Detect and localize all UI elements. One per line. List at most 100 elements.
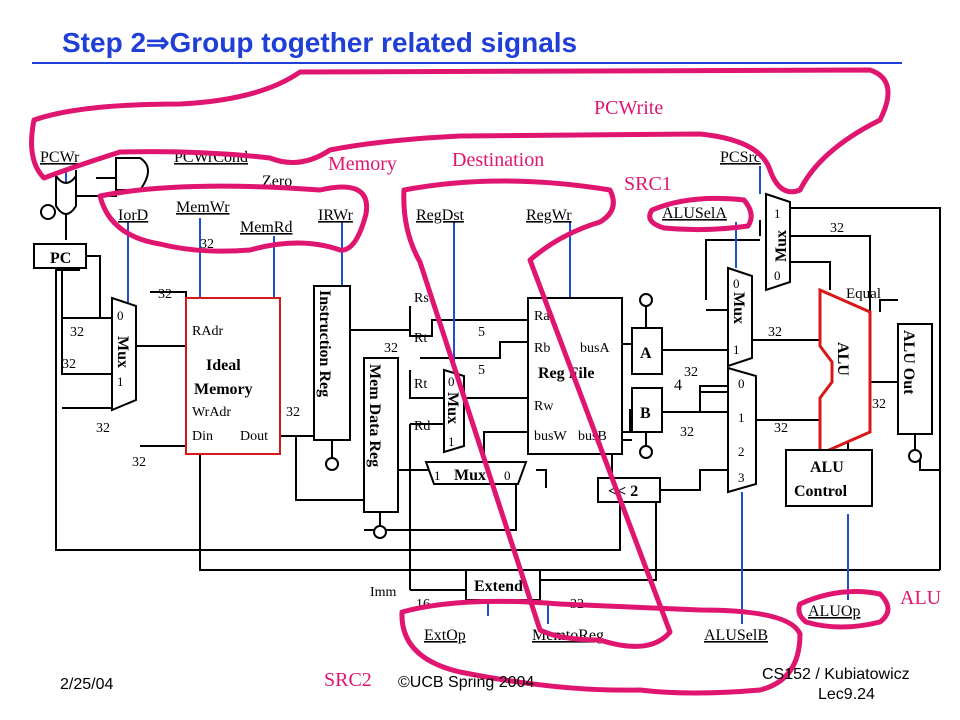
alu-control-2: Control <box>794 483 848 500</box>
outline-alu <box>796 589 891 630</box>
addr-mux-0: 0 <box>117 308 124 323</box>
memory-radr: RAdr <box>192 324 223 339</box>
reg-b: B <box>631 387 663 459</box>
width-32: 32 <box>774 421 788 436</box>
aluselb-mux-1: 1 <box>738 410 745 425</box>
group-label-pcwrite: PCWrite <box>594 97 663 119</box>
width-32: 32 <box>684 365 698 380</box>
addr-mux-label: Mux <box>114 336 131 368</box>
regfile-ra: Ra <box>534 309 550 324</box>
title-prefix: Step 2 <box>62 27 147 58</box>
field-rt-2: Rt <box>414 377 427 392</box>
signal-irwr: IRWr <box>318 207 354 224</box>
reg-a-label: A <box>640 345 652 362</box>
alu-out-register: ALU Out <box>897 323 933 463</box>
group-label-src2: SRC2 <box>324 669 372 691</box>
group-outlines <box>29 67 891 696</box>
signal-alusela: ALUSelA <box>662 205 727 222</box>
aluselb-mux-2: 2 <box>738 444 745 459</box>
signal-memrd: MemRd <box>240 219 292 236</box>
footer-lec: Lec9.24 <box>818 686 875 703</box>
outline-src2 <box>399 598 803 696</box>
memory-dout: Dout <box>240 429 268 444</box>
alusela-mux-label: Mux <box>730 292 747 324</box>
alu-control: ALU Control <box>785 449 873 507</box>
width-32: 32 <box>286 405 300 420</box>
width-5: 5 <box>478 363 485 378</box>
footer-copyright: ©UCB Spring 2004 <box>398 674 535 691</box>
width-32: 32 <box>96 421 110 436</box>
group-labels: PCWrite Memory Destination SRC1 SRC2 ALU <box>324 97 942 691</box>
width-32: 32 <box>384 341 398 356</box>
memory-din: Din <box>192 429 213 444</box>
width-32: 32 <box>62 357 76 372</box>
addr-mux-1: 1 <box>117 374 124 389</box>
title-rule <box>32 62 902 64</box>
width-4: 4 <box>674 377 682 394</box>
memory-wradr: WrAdr <box>192 405 231 420</box>
alu-equal: Equal <box>846 286 881 302</box>
ideal-memory: RAdr Ideal Memory WrAdr Din Dout <box>185 297 281 455</box>
aluselb-mux-0: 0 <box>738 376 745 391</box>
outline-memory <box>97 183 370 254</box>
pc-block: PC <box>33 157 149 269</box>
shift-left-2: << 2 <box>597 477 661 503</box>
alu: ALU Equal <box>818 286 881 457</box>
width-32: 32 <box>70 325 84 340</box>
alu-out-label: ALU Out <box>900 330 917 395</box>
regfile-title: Reg File <box>538 365 594 382</box>
width-32: 32 <box>158 287 172 302</box>
mem-data-reg-label: Mem Data Reg <box>366 364 383 467</box>
outline-src1 <box>647 195 754 233</box>
field-rt-1: Rt <box>414 331 427 346</box>
regfile-busw: busW <box>534 429 567 444</box>
memtoreg-mux: 1 Mux 0 <box>424 461 528 485</box>
field-rs: Rs <box>414 291 429 306</box>
reg-a: A <box>631 293 663 375</box>
regfile-rw: Rw <box>534 399 554 414</box>
signal-extop: ExtOp <box>424 627 466 644</box>
memtoreg-mux-0: 0 <box>504 468 511 483</box>
reg-b-label: B <box>640 405 651 422</box>
mem-data-register: Mem Data Reg <box>363 357 399 539</box>
regfile-rb: Rb <box>534 341 550 356</box>
pcsrc-mux-label: Mux <box>773 230 790 262</box>
width-32: 32 <box>830 221 844 236</box>
aluselb-mux-3: 3 <box>738 470 745 485</box>
instruction-register: Instruction Reg <box>313 285 351 471</box>
regdst-mux-1: 1 <box>448 434 455 449</box>
signal-aluop: ALUOp <box>808 603 860 620</box>
signal-aluselb: ALUSelB <box>704 627 768 644</box>
regdst-mux: Mux 0 1 <box>443 368 465 454</box>
signal-pcwr: PCWr <box>40 149 80 166</box>
regdst-mux-0: 0 <box>448 374 455 389</box>
memory-title-2: Memory <box>194 381 253 398</box>
signal-regwr: RegWr <box>526 207 572 224</box>
signal-memwr: MemWr <box>176 199 230 216</box>
alusela-mux-1: 1 <box>733 342 740 357</box>
width-32: 32 <box>680 425 694 440</box>
group-label-src1: SRC1 <box>624 173 672 195</box>
pcsrc-mux: Mux 1 0 <box>765 192 791 292</box>
outline-destination <box>401 178 673 649</box>
aluselb-mux: 0 1 2 3 <box>727 366 757 494</box>
pcsrc-mux-0: 0 <box>774 268 781 283</box>
instruction-reg-label: Instruction Reg <box>316 290 333 397</box>
address-mux: Mux 0 1 <box>111 296 137 412</box>
memtoreg-mux-1: 1 <box>434 468 441 483</box>
regfile-busa: busA <box>580 341 610 356</box>
title-arrow: ⇒ <box>146 27 170 58</box>
slide-title: Step 2⇒Group together related signals <box>62 26 577 59</box>
pcsrc-mux-1: 1 <box>774 206 781 221</box>
title-rest: Group together related signals <box>169 27 578 58</box>
alu-control-1: ALU <box>810 459 844 476</box>
outline-pcwrite <box>29 67 891 195</box>
field-rd: Rd <box>414 419 430 434</box>
pc-label: PC <box>50 250 71 267</box>
signal-iord: IorD <box>118 207 148 224</box>
width-32: 32 <box>872 397 886 412</box>
footer-date: 2/25/04 <box>60 676 114 693</box>
signal-pcsrc: PCSrc <box>720 149 761 166</box>
